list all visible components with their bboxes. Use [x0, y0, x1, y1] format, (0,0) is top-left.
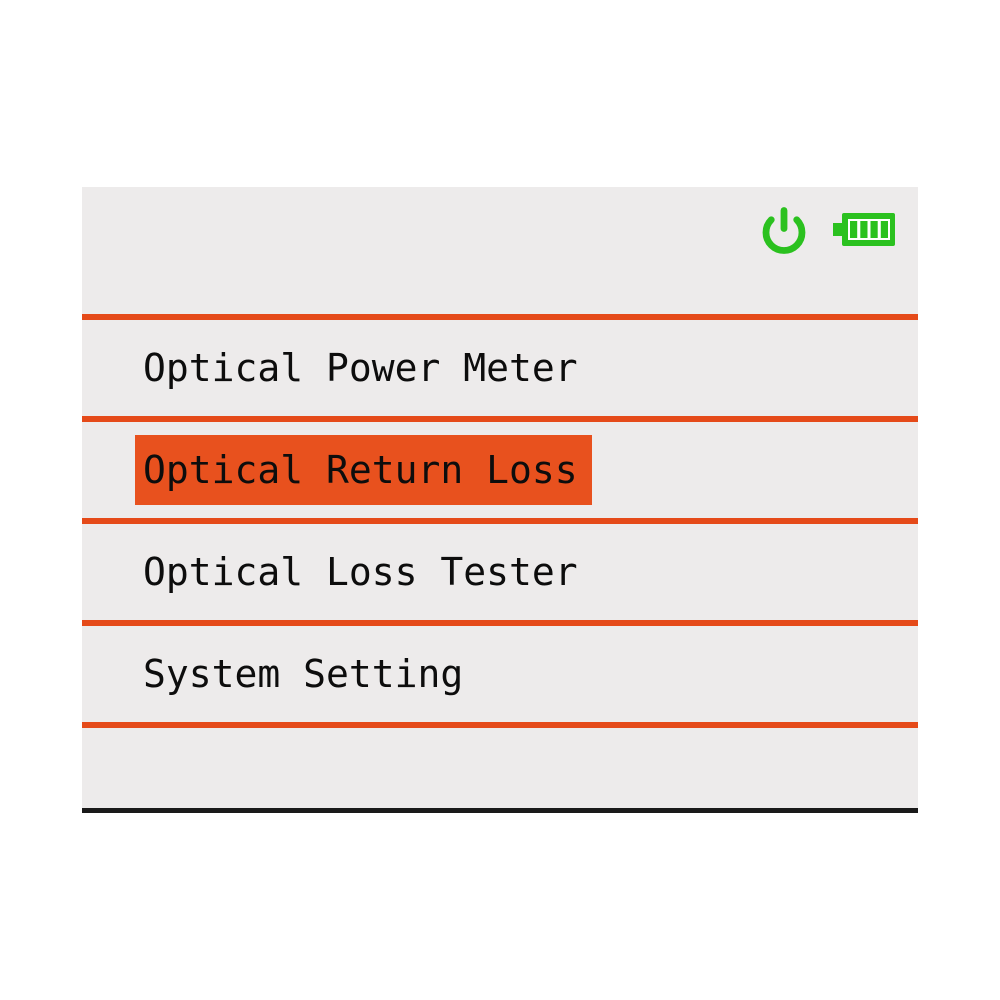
- menu-item-label: System Setting: [143, 652, 464, 696]
- menu-item-optical-loss-tester[interactable]: Optical Loss Tester: [82, 518, 918, 620]
- menu-item-label: Optical Loss Tester: [143, 550, 578, 594]
- menu-item-optical-return-loss[interactable]: Optical Return Loss: [82, 416, 918, 518]
- device-screen: Optical Power Meter Optical Return Loss …: [82, 187, 918, 813]
- power-icon: [760, 206, 808, 255]
- menu-bottom-separator: [82, 722, 918, 728]
- menu-item-label-selected: Optical Return Loss: [135, 435, 592, 505]
- menu-item-label: Optical Power Meter: [143, 346, 578, 390]
- battery-icon: [833, 213, 895, 246]
- status-bar: [82, 187, 918, 314]
- menu-item-optical-power-meter[interactable]: Optical Power Meter: [82, 314, 918, 416]
- menu-item-system-setting[interactable]: System Setting: [82, 620, 918, 722]
